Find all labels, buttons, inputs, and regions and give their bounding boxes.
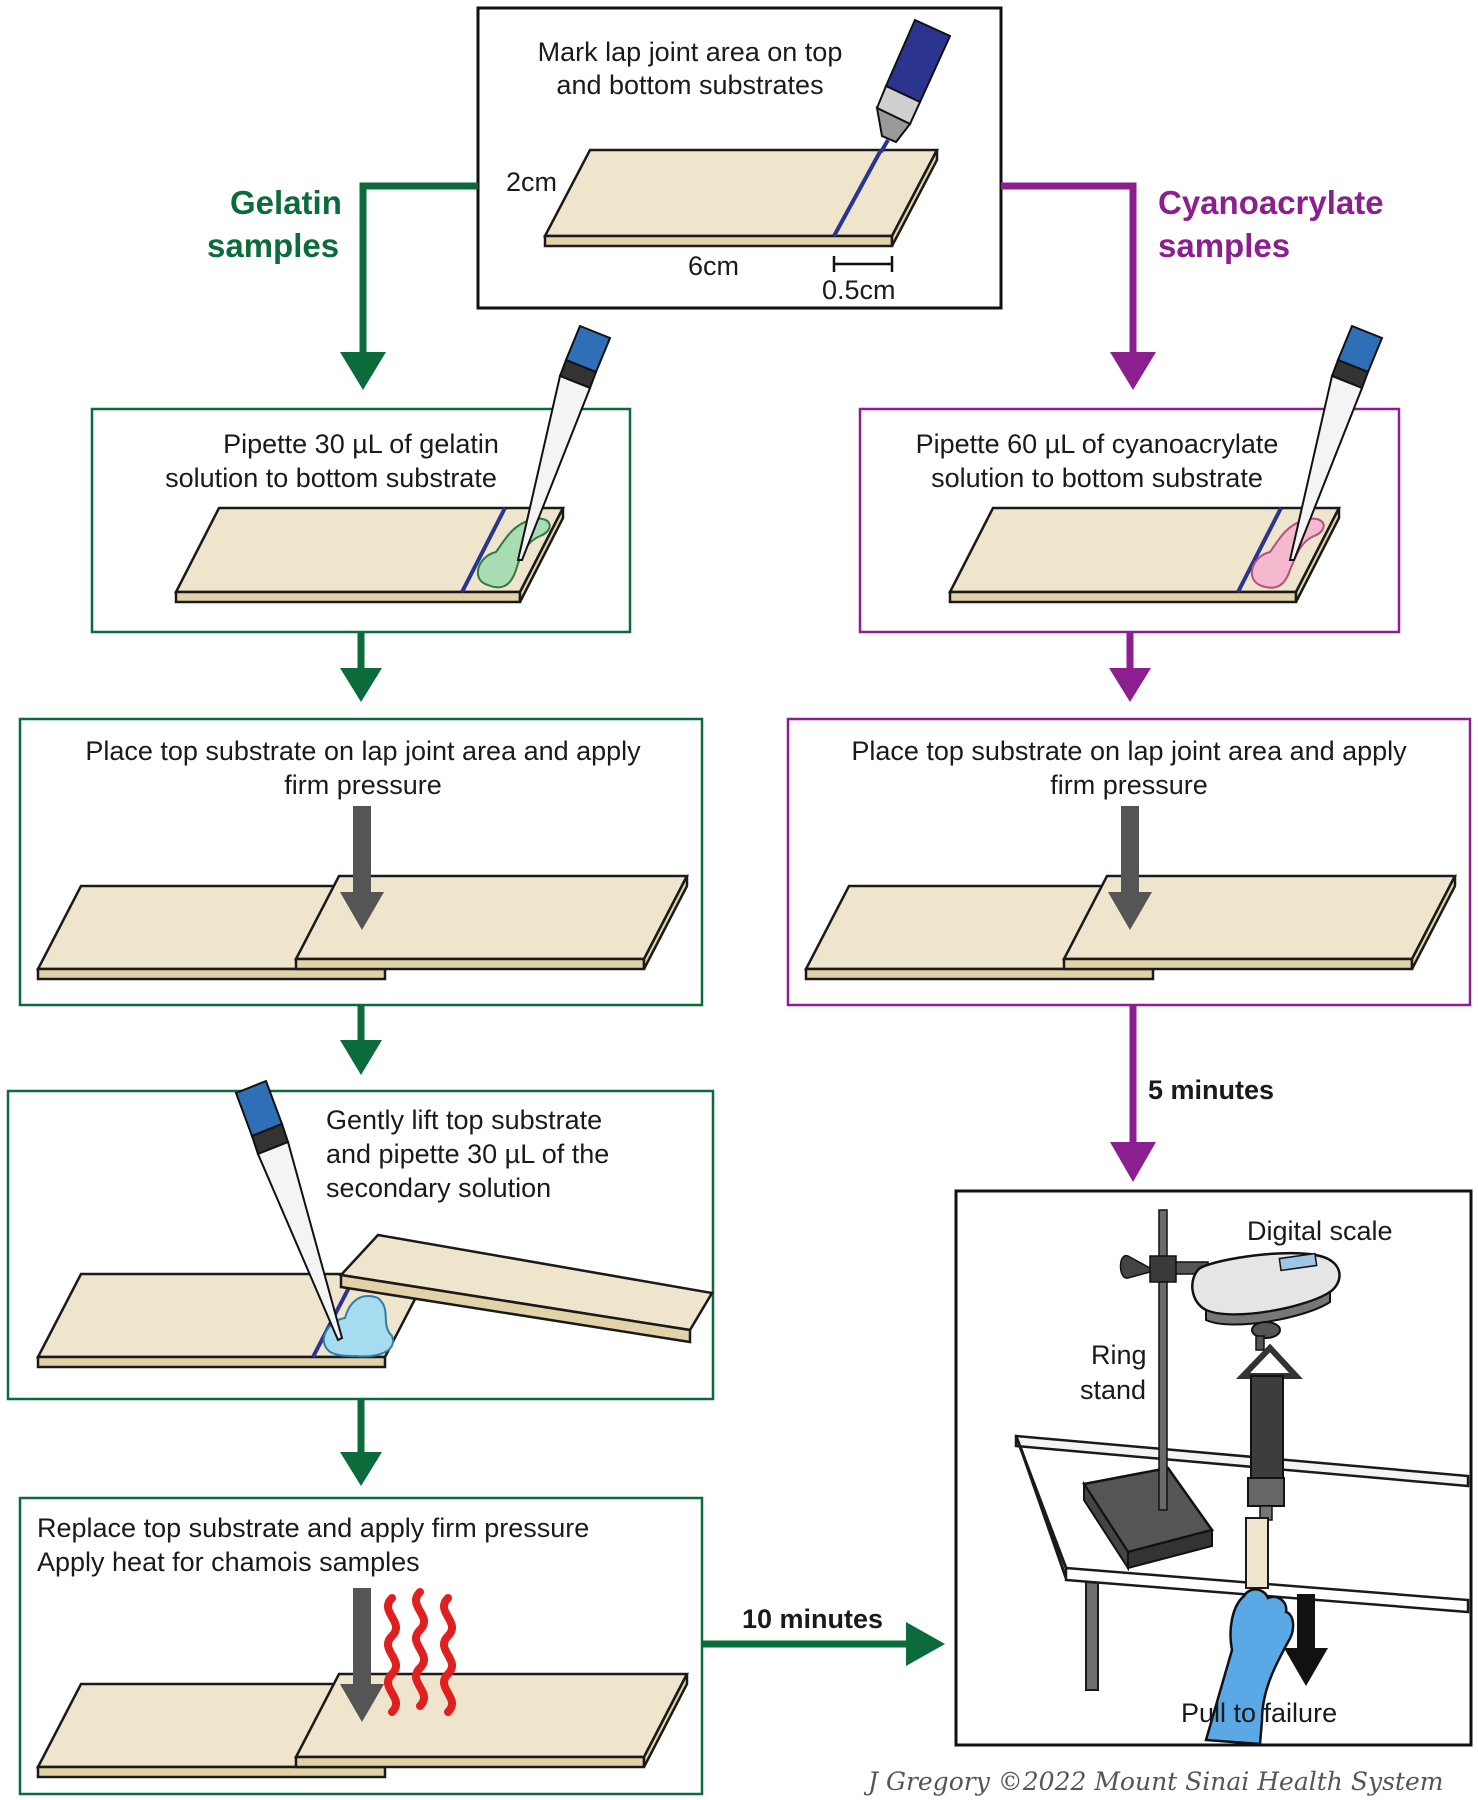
five-minutes-arrowhead bbox=[1110, 1142, 1156, 1182]
gelatin-replace-text-1: Replace top substrate and apply firm pre… bbox=[37, 1513, 589, 1543]
pipette-icon bbox=[1288, 324, 1384, 561]
gelatin-bottom-substrate bbox=[173, 506, 566, 604]
dim-overlap-bracket bbox=[832, 256, 894, 272]
pull-to-failure-label: Pull to failure bbox=[1181, 1698, 1337, 1728]
step-mark-text-2: and bottom substrates bbox=[556, 70, 823, 100]
gelatin-lift-text-3: secondary solution bbox=[326, 1173, 551, 1203]
image-credit: J Gregory ©2022 Mount Sinai Health Syste… bbox=[863, 1767, 1443, 1796]
ring-stand-label-2: stand bbox=[1080, 1375, 1146, 1405]
gelatin-place-text-1: Place top substrate on lap joint area an… bbox=[85, 736, 641, 766]
gelatin-branch-title-1: Gelatin bbox=[230, 184, 342, 221]
ten-minutes-arrowhead bbox=[906, 1622, 945, 1666]
dim-overlap-label: 0.5cm bbox=[822, 275, 896, 305]
ring-stand-icon bbox=[1081, 1209, 1215, 1572]
cyano-arrowhead-2 bbox=[1109, 668, 1151, 702]
dim-length-label: 6cm bbox=[688, 251, 739, 281]
gelatin-place-text-2: firm pressure bbox=[284, 770, 442, 800]
strap-icon bbox=[1235, 1343, 1303, 1589]
cyano-pipette-text-2: solution to bottom substrate bbox=[931, 463, 1263, 493]
digital-scale-icon bbox=[1191, 1251, 1341, 1351]
gelatin-branch-arrowhead bbox=[340, 352, 386, 390]
gelatin-arrowhead-2 bbox=[340, 668, 382, 702]
gelatin-pipette-text-2: solution to bottom substrate bbox=[165, 463, 497, 493]
cyano-branch-title-2: samples bbox=[1158, 227, 1290, 264]
cyano-drop bbox=[1250, 517, 1325, 589]
gelatin-pipette-text-1: Pipette 30 µL of gelatin bbox=[223, 429, 499, 459]
dim-width-label: 2cm bbox=[506, 167, 557, 197]
pipette-icon bbox=[516, 324, 612, 561]
digital-scale-label: Digital scale bbox=[1247, 1216, 1393, 1246]
gloved-hand-icon bbox=[1204, 1588, 1295, 1746]
ten-minutes-label: 10 minutes bbox=[742, 1604, 883, 1634]
cyano-branch-arrowhead bbox=[1110, 352, 1156, 390]
heat-icon bbox=[384, 1588, 456, 1716]
press-arrow-icon bbox=[1108, 806, 1152, 930]
cyano-branch-connector bbox=[1001, 182, 1137, 352]
press-arrow-icon bbox=[340, 1588, 384, 1722]
gelatin-place-substrates bbox=[35, 874, 690, 981]
cyano-branch-title-1: Cyanoacrylate bbox=[1158, 184, 1384, 221]
press-arrow-icon bbox=[340, 806, 384, 930]
gelatin-lift-substrates bbox=[35, 1233, 715, 1369]
cyano-place-text-1: Place top substrate on lap joint area an… bbox=[851, 736, 1407, 766]
pipette-icon bbox=[234, 1079, 344, 1342]
five-minutes-label: 5 minutes bbox=[1148, 1075, 1274, 1105]
gelatin-lift-text-1: Gently lift top substrate bbox=[326, 1105, 602, 1135]
step-mark-text-1: Mark lap joint area on top bbox=[538, 37, 843, 67]
marked-substrate bbox=[542, 148, 940, 248]
marker-pen-icon bbox=[875, 18, 952, 154]
pull-arrow-icon bbox=[1284, 1594, 1328, 1686]
ring-stand-label-1: Ring bbox=[1091, 1340, 1147, 1370]
lap-mark-line bbox=[832, 149, 883, 237]
cyano-pipette-text-1: Pipette 60 µL of cyanoacrylate bbox=[916, 429, 1279, 459]
cyano-bottom-substrate bbox=[947, 506, 1342, 604]
secondary-solution-drop bbox=[322, 1295, 394, 1358]
lab-table bbox=[1014, 1434, 1470, 1691]
gelatin-branch-title-2: samples bbox=[207, 227, 339, 264]
cyano-place-substrates bbox=[803, 874, 1458, 981]
gelatin-arrowhead-4 bbox=[340, 1452, 382, 1486]
gelatin-branch-connector bbox=[359, 182, 478, 352]
cyano-place-text-2: firm pressure bbox=[1050, 770, 1208, 800]
gelatin-replace-text-2: Apply heat for chamois samples bbox=[37, 1547, 420, 1577]
gelatin-arrowhead-3 bbox=[340, 1040, 382, 1075]
gelatin-lift-text-2: and pipette 30 µL of the bbox=[326, 1139, 609, 1169]
